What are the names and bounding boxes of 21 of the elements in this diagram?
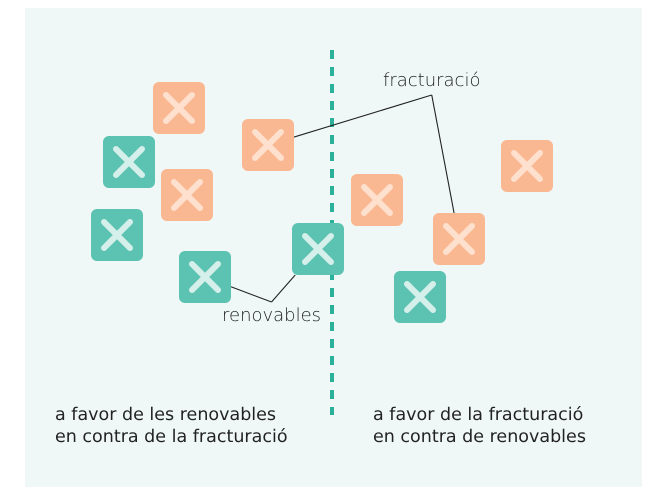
cross-tile <box>153 82 205 134</box>
caption-text: a favor de les renovables <box>55 404 276 426</box>
leader-line <box>271 274 296 302</box>
leader-line <box>230 286 272 303</box>
callout-label: renovables <box>222 305 322 327</box>
cross-tile <box>242 119 294 171</box>
cross-tile <box>394 271 446 323</box>
cross-tile <box>351 174 403 226</box>
cross-tile <box>292 223 344 275</box>
callout-label: fracturació <box>383 70 480 92</box>
caption-text: en contra de renovables <box>373 426 586 448</box>
cross-tile <box>501 140 553 192</box>
cross-tile <box>433 213 485 265</box>
leader-line <box>431 94 455 214</box>
cross-tile <box>91 209 143 261</box>
cross-tile <box>161 169 213 221</box>
leader-line <box>294 94 432 138</box>
cross-tile <box>103 136 155 188</box>
caption-text: en contra de la fracturació <box>55 426 288 448</box>
cross-tile <box>179 251 231 303</box>
caption-text: a favor de la fracturació <box>373 404 584 426</box>
